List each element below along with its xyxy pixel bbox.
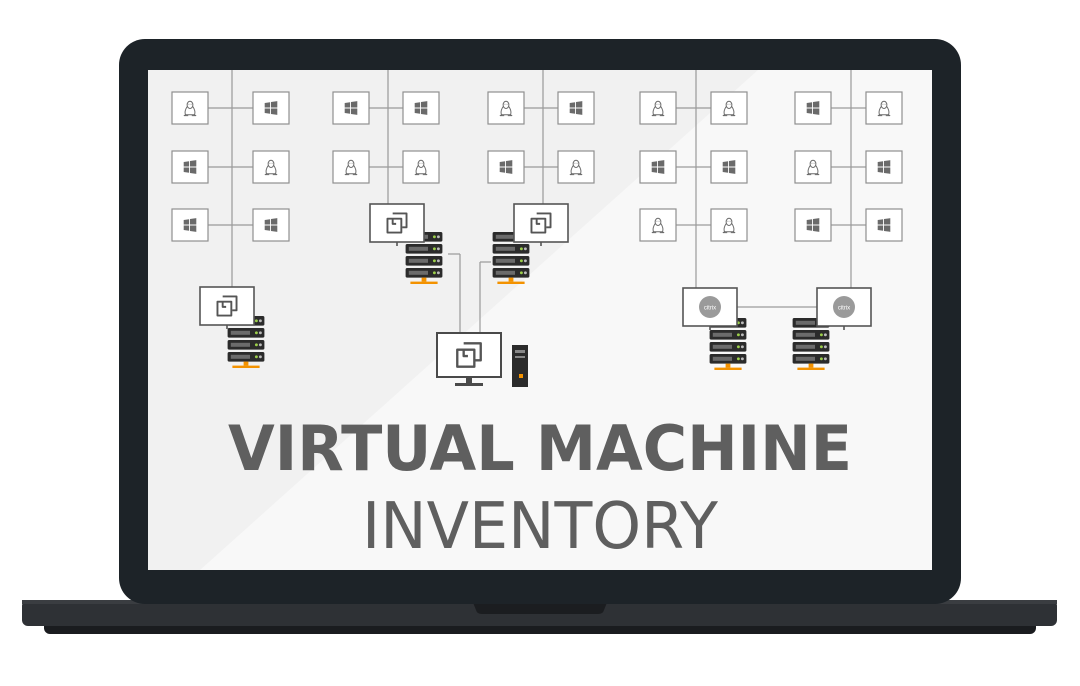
vm-windows-box (865, 208, 903, 242)
vm-linux-box (865, 91, 903, 125)
vm-windows-box (171, 208, 209, 242)
hypervisor-hosts: citrix citrix (199, 203, 872, 387)
vm-linux-box (332, 150, 370, 184)
citrix-label: citrix (704, 306, 716, 312)
vm-linux-box (639, 208, 677, 242)
citrix-logo-icon: citrix (699, 296, 721, 318)
vm-windows-box (639, 150, 677, 184)
vm-linux-box (252, 150, 290, 184)
vm-windows-box (332, 91, 370, 125)
vm-windows-box (487, 150, 525, 184)
vm-linux-box (402, 150, 440, 184)
vm-grid (171, 91, 903, 242)
hypervisor-monitor: citrix (682, 287, 738, 330)
title-line-1: VIRTUAL MACHINE (228, 412, 852, 485)
vm-windows-box (402, 91, 440, 125)
vm-windows-box (710, 150, 748, 184)
citrix-logo-icon: citrix (833, 296, 855, 318)
network-lines (208, 70, 866, 334)
tower-pc (512, 345, 528, 387)
hypervisor-monitor (513, 203, 569, 246)
vm-linux-box (487, 91, 525, 125)
hypervisor-monitor (369, 203, 425, 246)
vm-linux-box (639, 91, 677, 125)
vm-linux-box (710, 91, 748, 125)
vm-linux-box (557, 150, 595, 184)
hypervisor-monitor (199, 286, 255, 329)
vm-linux-box (794, 150, 832, 184)
vm-windows-box (865, 150, 903, 184)
vm-windows-box (557, 91, 595, 125)
management-console (436, 332, 528, 387)
laptop-base (22, 600, 1057, 634)
vm-windows-box (252, 91, 290, 125)
vm-windows-box (171, 150, 209, 184)
hypervisor-monitor: citrix (816, 287, 872, 330)
vm-windows-box (794, 208, 832, 242)
vm-windows-box (794, 91, 832, 125)
vm-linux-box (171, 91, 209, 125)
vm-windows-box (252, 208, 290, 242)
title-line-2: INVENTORY (362, 490, 719, 564)
vm-linux-box (710, 208, 748, 242)
citrix-label: citrix (838, 306, 850, 312)
